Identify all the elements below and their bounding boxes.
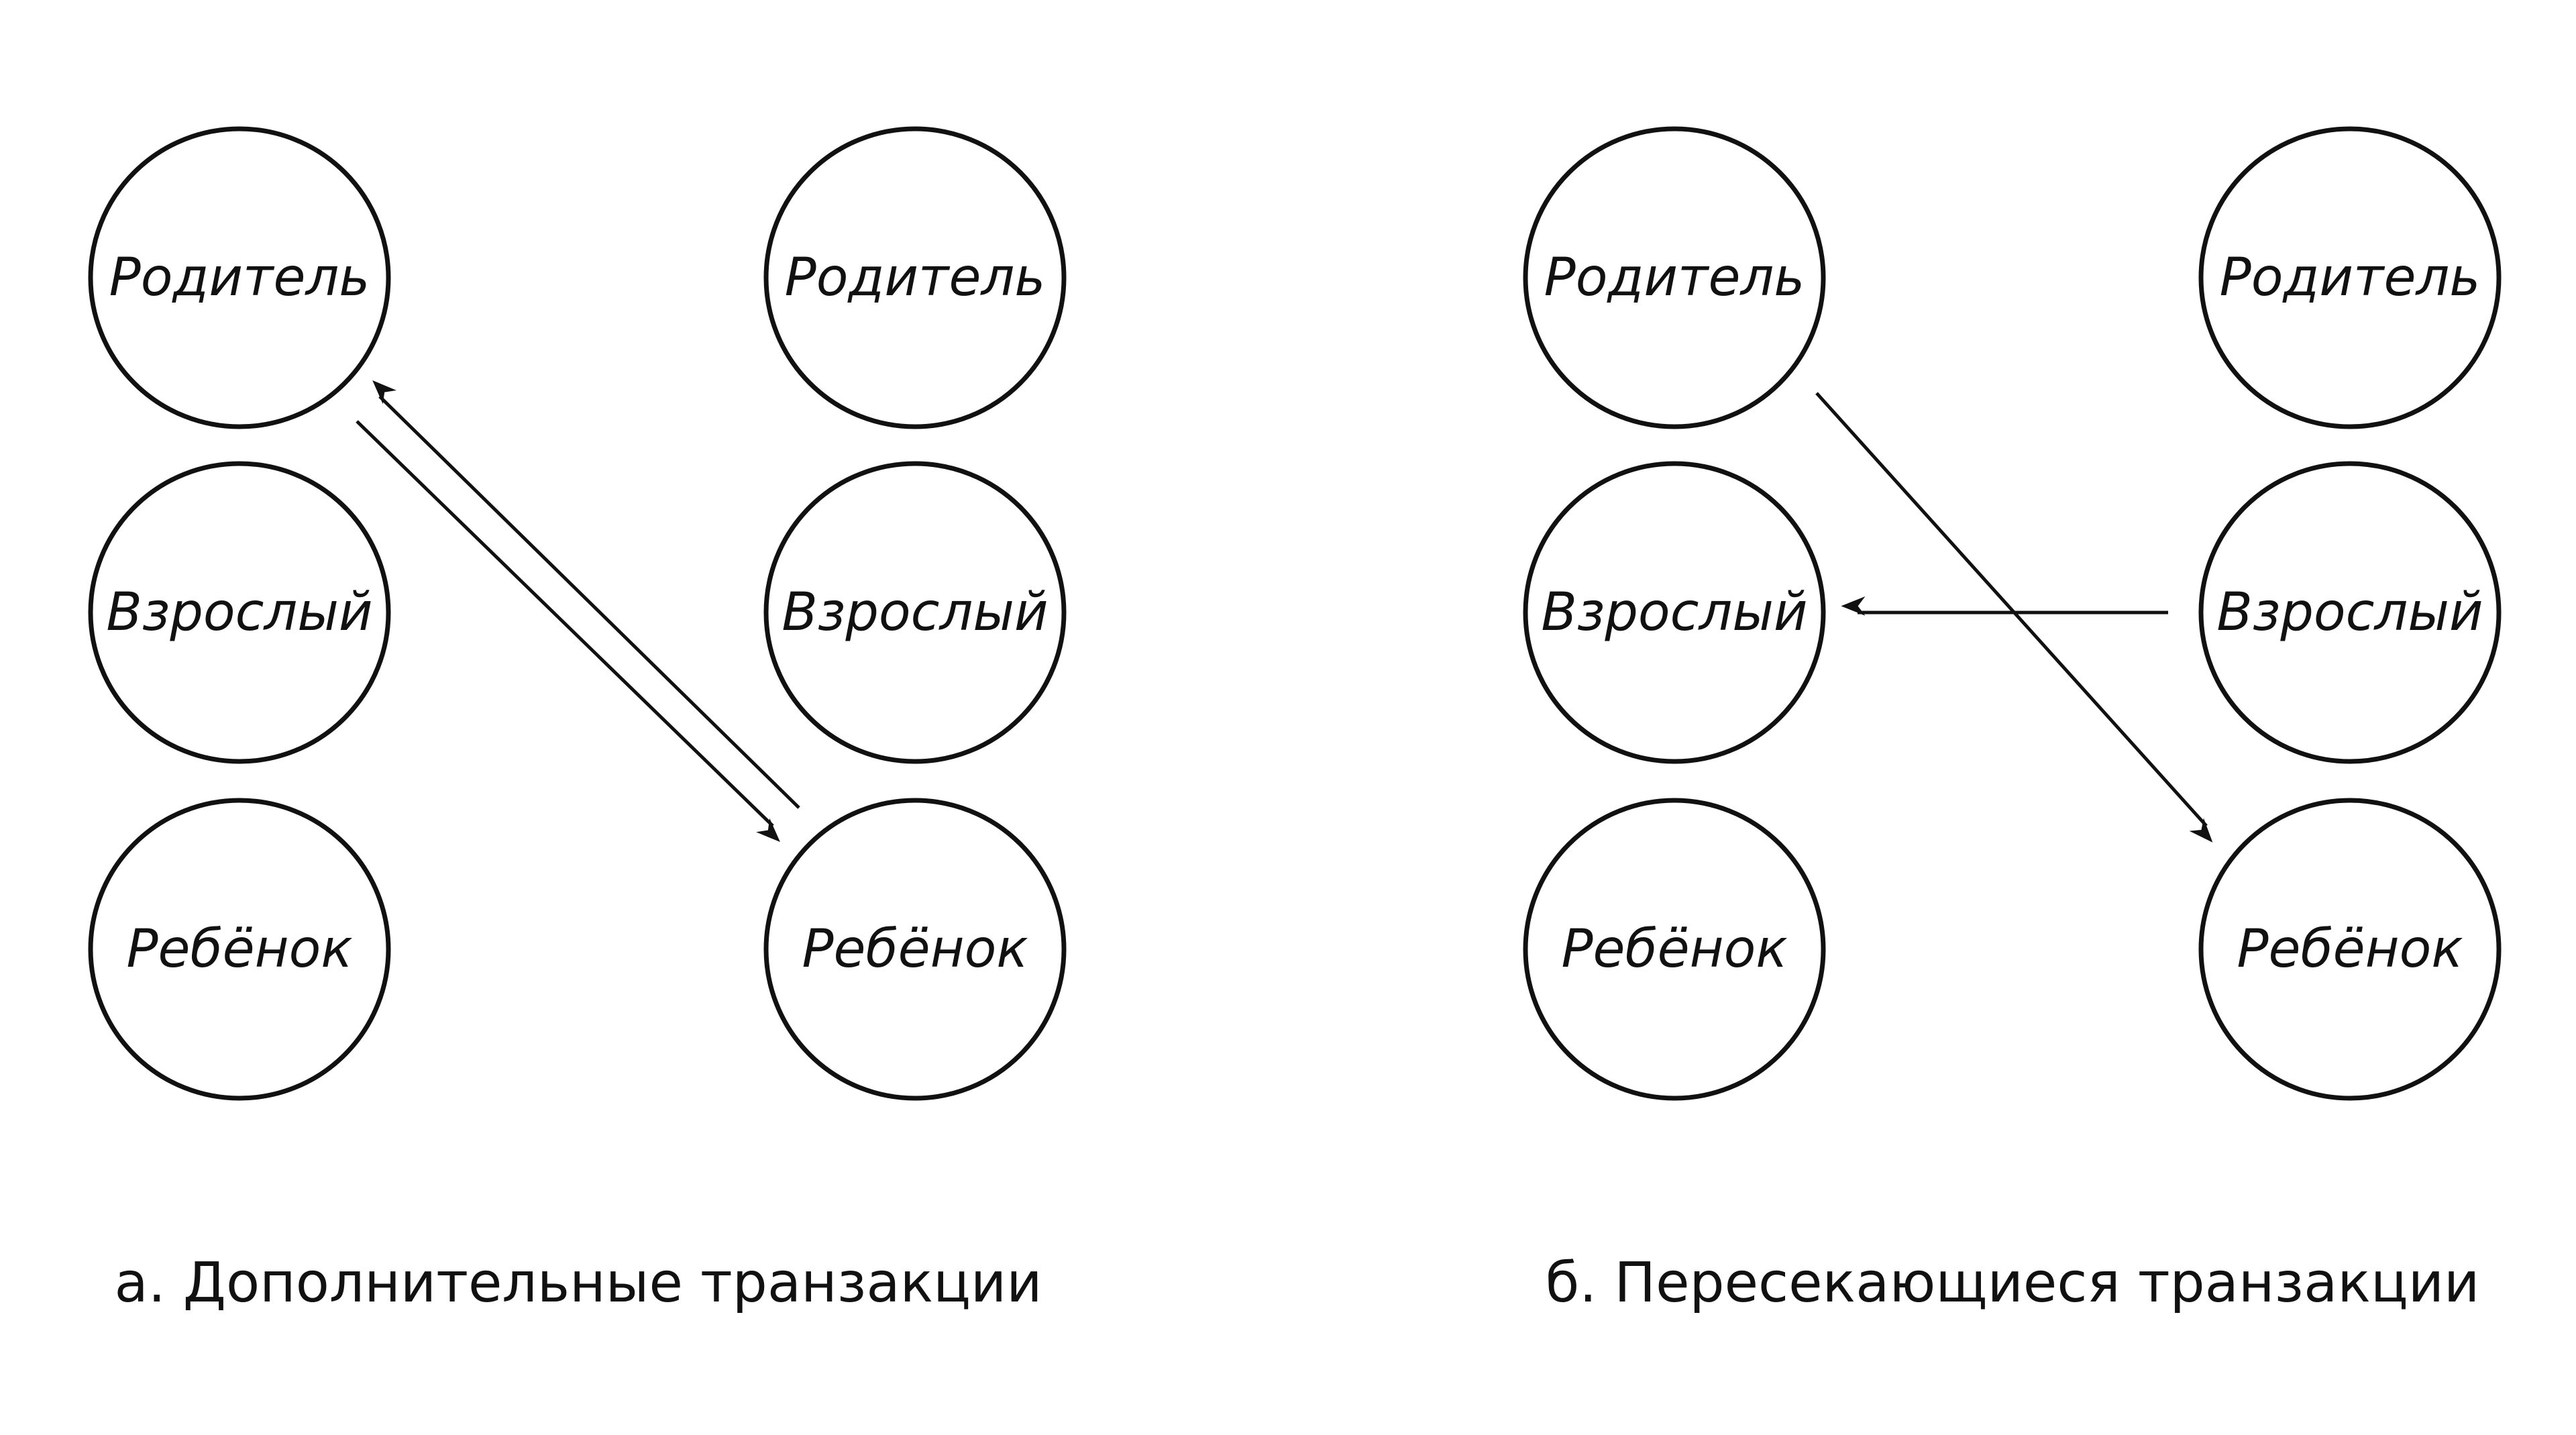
diagram-complementary: Родитель Взрослый Ребёнок Родитель Взрос… <box>88 126 1067 1315</box>
svg-text:Ребёнок: Ребёнок <box>2237 919 2463 979</box>
svg-text:Родитель: Родитель <box>2220 248 2481 308</box>
node-a-right-adult: Взрослый <box>763 461 1067 764</box>
node-b-right-child: Ребёнок <box>2198 798 2502 1101</box>
svg-text:Родитель: Родитель <box>109 248 370 308</box>
caption-b: б. Пересекающиеся транзакции <box>1546 1251 2480 1315</box>
svg-text:Ребёнок: Ребёнок <box>802 919 1028 979</box>
svg-text:Родитель: Родитель <box>785 248 1046 308</box>
node-b-right-adult: Взрослый <box>2198 461 2502 764</box>
svg-text:Родитель: Родитель <box>1544 248 1805 308</box>
node-a-right-child: Ребёнок <box>763 798 1067 1101</box>
svg-text:Взрослый: Взрослый <box>106 582 372 643</box>
node-a-right-parent: Родитель <box>763 126 1067 429</box>
node-b-left-parent: Родитель <box>1523 126 1826 429</box>
svg-text:Ребёнок: Ребёнок <box>1562 919 1788 979</box>
arrow-a-parent-to-child <box>356 420 780 843</box>
svg-text:Ребёнок: Ребёнок <box>127 919 353 979</box>
node-a-left-adult: Взрослый <box>88 461 391 764</box>
caption-a: а. Дополнительные транзакции <box>115 1251 1042 1315</box>
svg-text:Взрослый: Взрослый <box>1541 582 1807 643</box>
arrow-a-child-to-parent <box>372 380 800 809</box>
diagram-crossed: Родитель Взрослый Ребёнок Родитель Взрос… <box>1523 126 2502 1315</box>
svg-text:Взрослый: Взрослый <box>782 582 1048 643</box>
node-b-left-child: Ребёнок <box>1523 798 1826 1101</box>
svg-text:Взрослый: Взрослый <box>2216 582 2483 643</box>
node-b-right-parent: Родитель <box>2198 126 2502 429</box>
node-b-left-adult: Взрослый <box>1523 461 1826 764</box>
node-a-left-parent: Родитель <box>88 126 391 429</box>
arrow-b-parent-to-child <box>1815 392 2213 843</box>
node-a-left-child: Ребёнок <box>88 798 391 1101</box>
